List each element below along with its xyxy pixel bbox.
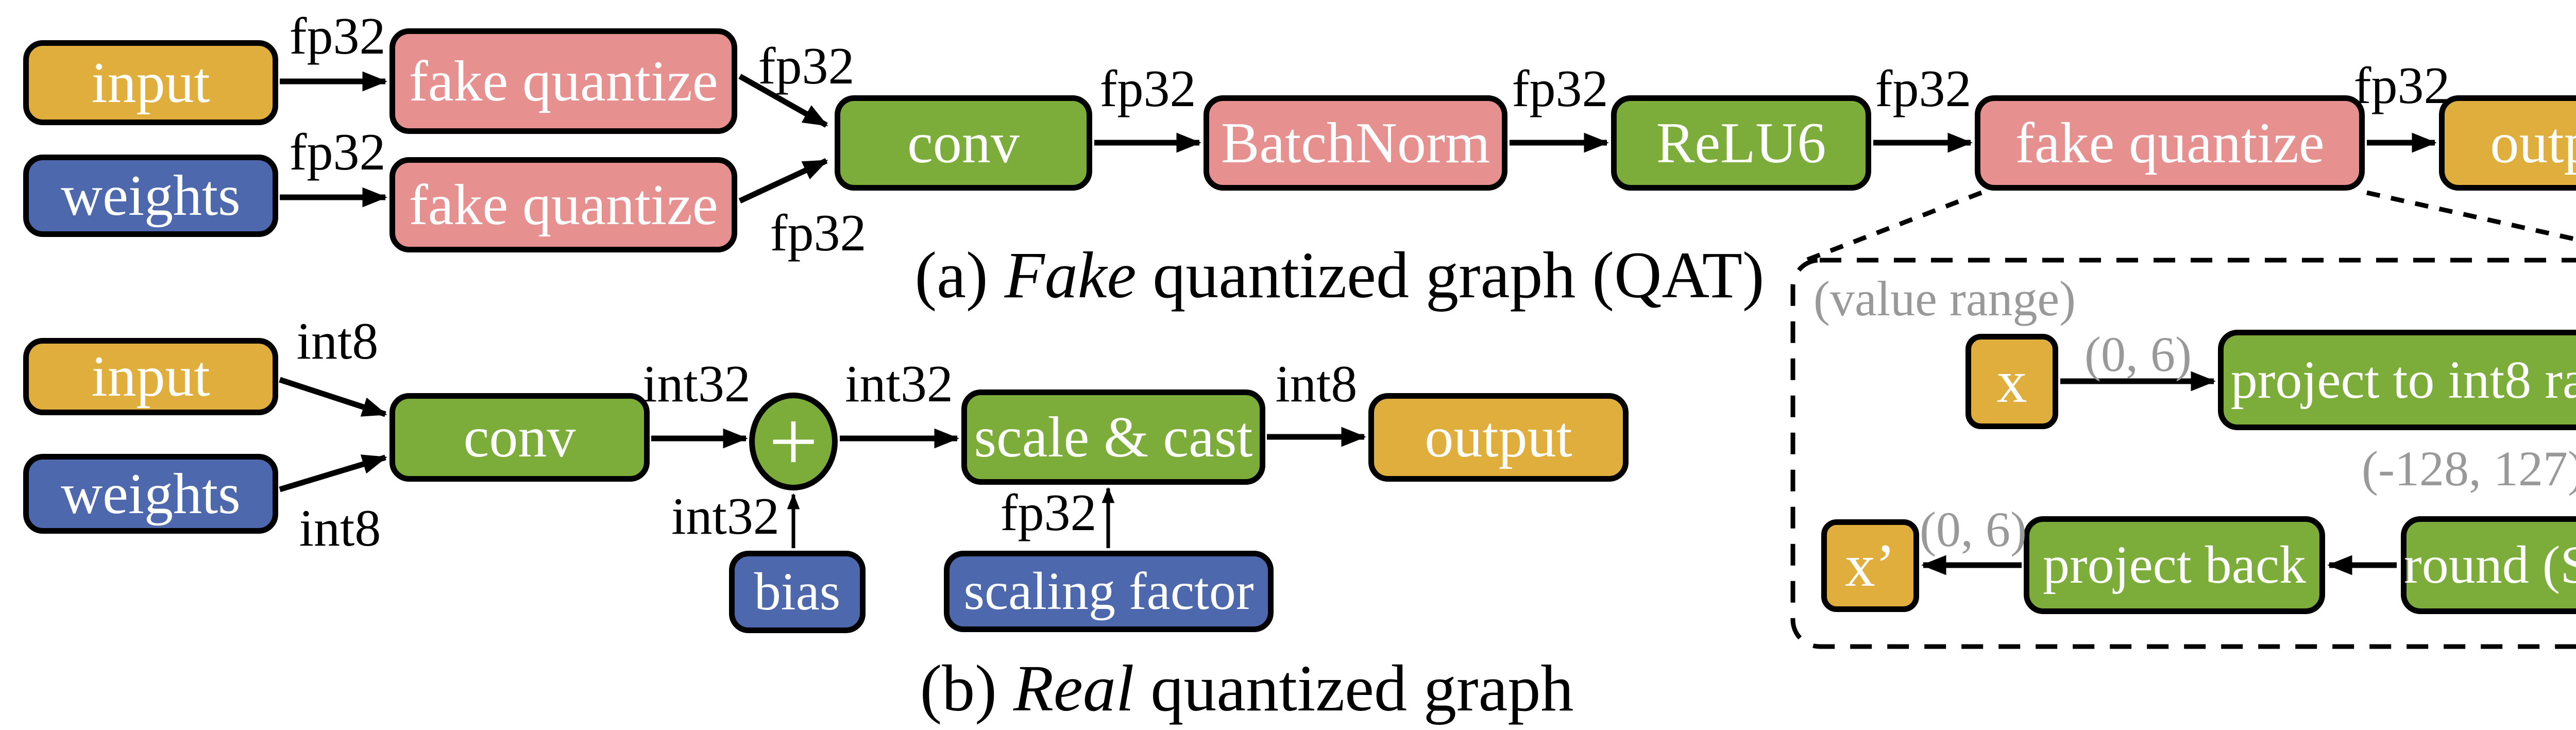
node-inset-x: x (1965, 334, 2058, 429)
edge-label-fp32: fp32 (770, 204, 867, 262)
node-b-input: input (23, 338, 278, 415)
node-a-input: input (23, 40, 278, 125)
edge-label-int8: int8 (296, 312, 379, 370)
arrow-b-input-conv (279, 377, 387, 417)
node-a-conv: conv (835, 95, 1092, 191)
edge-label-fp32: fp32 (1099, 60, 1196, 118)
node-b-scale-cast: scale & cast (961, 389, 1265, 485)
arrow-a-fq2-conv (738, 158, 828, 203)
node-b-conv: conv (389, 393, 650, 482)
node-b-scaling-factor-label: scaling factor (963, 562, 1254, 621)
node-inset-round-ste: round (STE) (2401, 516, 2576, 614)
caption-a-italic: Fake (1004, 239, 1137, 312)
node-b-add: + (749, 393, 838, 490)
inset-dashed-border (1790, 258, 2576, 649)
node-a-output-label: output (2490, 111, 2576, 175)
node-b-weights: weights (23, 454, 278, 534)
edge-label-fp32: fp32 (1875, 60, 1972, 118)
caption-b-italic: Real (1013, 652, 1134, 725)
node-a-fake-quantize-3: fake quantize (1975, 95, 2365, 191)
node-b-output-label: output (1425, 405, 1572, 469)
node-inset-x-label: x (1996, 347, 2027, 415)
node-b-bias-label: bias (754, 562, 841, 621)
edge-label-fp32: fp32 (289, 123, 386, 181)
caption-a-rest: quantized graph (QAT) (1136, 239, 1765, 312)
node-a-fake-quantize-3-label: fake quantize (2015, 111, 2325, 175)
inset-value-range-label: (value range) (1814, 271, 2076, 326)
inset-range-input-label: (0, 6) (2084, 327, 2192, 382)
node-b-bias: bias (729, 551, 866, 633)
edge-label-int32: int32 (671, 487, 779, 546)
node-inset-project-back: project back (2024, 516, 2325, 614)
node-inset-project-back-label: project back (2042, 535, 2307, 595)
caption-a: (a) Fake quantized graph (QAT) (915, 242, 1765, 308)
node-a-weights: weights (23, 155, 278, 237)
callout-line-left (1804, 190, 1982, 263)
node-b-scaling-factor: scaling factor (944, 551, 1274, 632)
node-b-output: output (1368, 393, 1629, 482)
edge-label-int8: int8 (1275, 355, 1358, 413)
node-a-fake-quantize-2-label: fake quantize (409, 173, 718, 237)
callout-line-right (2366, 190, 2576, 242)
node-b-add-label: + (769, 393, 818, 490)
node-a-fake-quantize-1-label: fake quantize (409, 49, 718, 113)
inset-range-int8-label: (-128, 127) (2362, 441, 2576, 496)
caption-b-rest: quantized graph (1134, 652, 1574, 725)
node-b-conv-label: conv (463, 405, 576, 469)
node-inset-x-prime: x’ (1821, 519, 1919, 612)
node-b-weights-label: weights (61, 462, 241, 526)
edge-label-fp32: fp32 (1000, 484, 1097, 542)
node-a-relu6: ReLU6 (1611, 95, 1871, 191)
node-a-conv-label: conv (907, 111, 1020, 175)
node-b-input-label: input (91, 345, 210, 409)
arrow-a-fq1-conv (738, 74, 828, 128)
edge-label-int32: int32 (845, 355, 953, 413)
arrow-b-weights-conv (279, 454, 387, 493)
node-a-output: output (2439, 95, 2576, 191)
node-inset-project-int8: project to int8 range (2218, 330, 2576, 430)
caption-b: (b) Real quantized graph (920, 655, 1574, 721)
caption-a-index: (a) (914, 239, 1005, 312)
node-inset-x-prime-label: x’ (1844, 532, 1896, 599)
node-a-relu6-label: ReLU6 (1656, 111, 1826, 175)
edge-label-fp32: fp32 (1512, 60, 1608, 118)
edge-label-int32: int32 (642, 355, 751, 413)
edge-label-fp32: fp32 (758, 37, 855, 95)
node-a-batchnorm-label: BatchNorm (1221, 111, 1490, 175)
edge-label-fp32: fp32 (289, 7, 386, 65)
node-a-weights-label: weights (61, 164, 241, 228)
node-a-fake-quantize-1: fake quantize (389, 28, 737, 134)
node-a-batchnorm: BatchNorm (1204, 95, 1507, 191)
inset-range-output-label: (0, 6) (1920, 502, 2027, 557)
edge-label-int8: int8 (299, 499, 381, 557)
node-a-fake-quantize-2: fake quantize (389, 157, 737, 252)
caption-b-index: (b) (920, 652, 1013, 725)
node-inset-round-ste-label: round (STE) (2404, 535, 2576, 595)
node-a-input-label: input (91, 50, 210, 115)
edge-label-fp32: fp32 (2353, 57, 2450, 115)
node-inset-project-int8-label: project to int8 range (2230, 350, 2576, 410)
node-b-scale-cast-label: scale & cast (974, 405, 1253, 469)
